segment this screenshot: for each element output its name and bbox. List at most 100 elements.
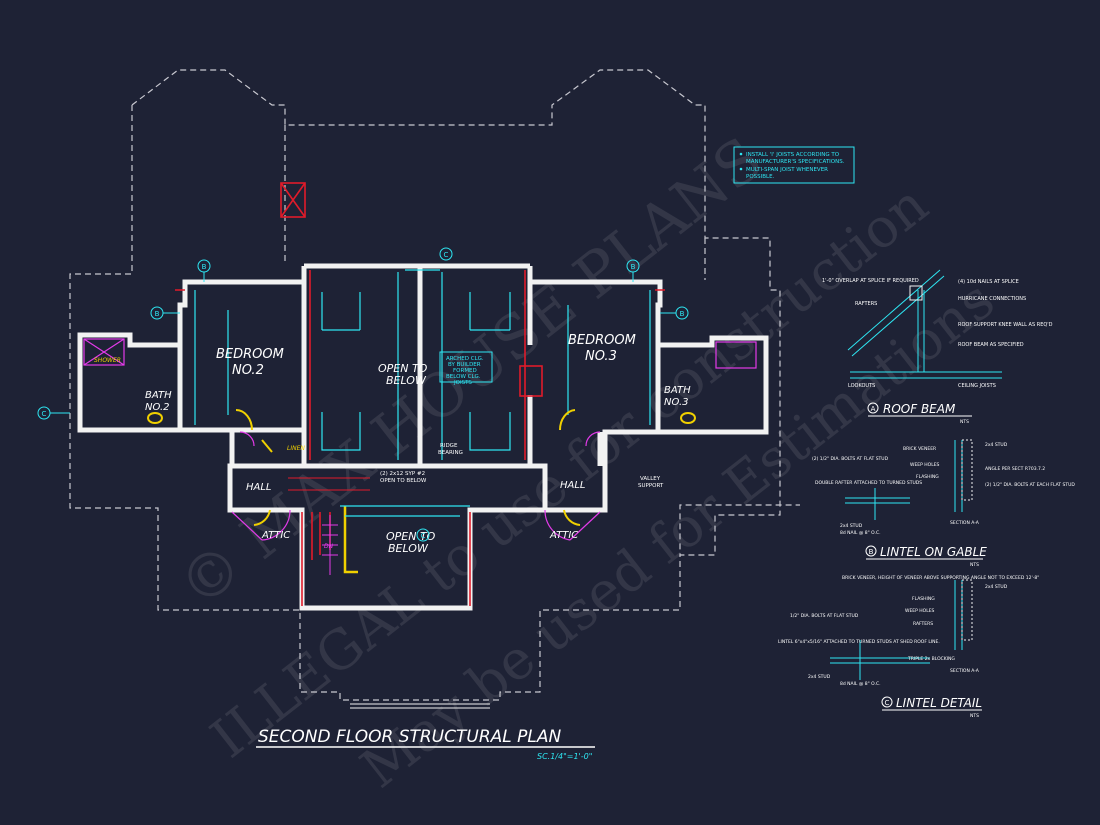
bedroom3-number: NO.3 xyxy=(585,349,617,364)
room-labels: BEDROOM NO.2 BEDROOM NO.3 BATH NO.2 BATH… xyxy=(94,333,691,555)
roof-beam-note-1: 1'-0" OVERLAP AT SPLICE IF REQUIRED xyxy=(822,278,919,284)
marker-b-3: B xyxy=(155,310,160,318)
lintel-detail-note-2: 2x4 STUD xyxy=(985,584,1008,590)
lintel-detail-title: LINTEL DETAIL xyxy=(896,696,982,710)
detail-lintel-gable: (2) 1/2" DIA. BOLTS AT FLAT STUD DOUBLE … xyxy=(812,439,1075,568)
lintel-gable-note-7: FLASHING xyxy=(916,474,939,480)
plan-title: SECOND FLOOR STRUCTURAL PLAN xyxy=(258,727,561,747)
bedroom2-walls xyxy=(177,279,304,433)
general-note-1: INSTALL 'I' JOISTS ACCORDING TO xyxy=(746,152,840,158)
lintel-detail-nts: NTS xyxy=(970,713,979,719)
lintel-gable-nts: NTS xyxy=(970,562,979,568)
open-below-center-2: BELOW xyxy=(386,374,427,387)
section-marker-labels: B B B B C C C xyxy=(42,251,685,540)
arched-clg-2: BY BUILDER xyxy=(448,362,481,368)
fixtures xyxy=(83,338,757,541)
open-below-center: OPEN TO xyxy=(378,362,428,375)
roof-beam-note-3: (4) 10d NAILS AT SPLICE xyxy=(958,279,1019,285)
detail-lintel: BRICK VENEER, HEIGHT OF VENEER ABOVE SUP… xyxy=(778,575,1039,719)
ridge-bearing-1: RIDGE xyxy=(440,443,458,449)
bedroom2-label: BEDROOM xyxy=(216,347,284,362)
marker-c-3: C xyxy=(421,532,426,540)
porch-outline xyxy=(350,703,490,709)
linen-label: LINEN xyxy=(287,445,305,452)
dn-label: DN xyxy=(324,543,334,550)
bedroom2-number: NO.2 xyxy=(232,363,264,378)
double-2x12-2: OPEN TO BELOW xyxy=(380,478,427,484)
arched-clg-5: JOISTS xyxy=(453,380,472,386)
lintel-gable-note-8: ANGLE PER SECT R703.7.2 xyxy=(985,466,1045,472)
bedroom3-walls xyxy=(530,279,663,513)
joists xyxy=(194,269,651,517)
lintel-gable-note-10: SECTION A-A xyxy=(950,520,980,526)
bath3-walls xyxy=(658,335,769,435)
general-note-3: MULTI-SPAN JOIST WHENEVER xyxy=(746,167,828,173)
lintel-gable-note-2: DOUBLE RAFTER ATTACHED TO TURNED STUDS xyxy=(815,480,922,486)
central-block-walls xyxy=(227,266,548,611)
general-notes-box xyxy=(733,146,855,184)
yellow-highlights xyxy=(147,409,696,526)
lintel-detail-note-9: 2x4 STUD xyxy=(808,674,831,680)
lintel-detail-note-10: 8d NAIL @ 8" O.C. xyxy=(840,681,881,687)
lintel-detail-note-5: RAFTERS xyxy=(913,621,933,627)
lintel-gable-note-1: (2) 1/2" DIA. BOLTS AT FLAT STUD xyxy=(812,456,889,462)
roof-beam-drawing xyxy=(847,269,1002,379)
roof-beam-note-6: ROOF BEAM AS SPECIFIED xyxy=(958,342,1024,348)
marker-c-1: C xyxy=(444,251,449,259)
bath3-label: BATH xyxy=(664,385,691,396)
lintel-gable-note-9: (2) 1/2" DIA. BOLTS AT EACH FLAT STUD xyxy=(985,482,1075,488)
hall-right: HALL xyxy=(560,480,586,491)
roof-beam-note-8: CEILING JOISTS xyxy=(958,383,996,389)
lintel-gable-drawing xyxy=(845,440,963,520)
lintel-gable-note-3: 2x4 STUD xyxy=(840,523,863,529)
plan-notes: ARCHED CLG. BY BUILDER FORMED BELOW CLG.… xyxy=(380,351,664,489)
double-2x12-1: (2) 2x12 SYP #2 xyxy=(380,471,425,477)
arched-clg-3: FORMED xyxy=(453,368,477,374)
general-note-4: POSSIBLE. xyxy=(746,174,775,180)
stair xyxy=(288,477,370,575)
lintel-detail-note-11: SECTION A-A xyxy=(950,668,980,674)
roof-beam-note-5: ROOF SUPPORT KNEE WALL AS REQ'D xyxy=(958,322,1053,328)
lintel-gable-note-6: WEEP HOLES xyxy=(910,462,940,468)
arched-clg-1: ARCHED CLG. xyxy=(446,356,484,362)
roof-beam-note-2: RAFTERS xyxy=(855,301,877,307)
bath2-label: BATH xyxy=(145,390,172,401)
ridge-bearing-2: BEARING xyxy=(438,450,463,456)
bedroom3-label: BEDROOM xyxy=(568,333,636,348)
roof-beam-nts: NTS xyxy=(960,419,969,425)
shower-label: SHOWER xyxy=(94,357,121,364)
bath2-walls xyxy=(77,332,180,433)
general-notes: INSTALL 'I' JOISTS ACCORDING TO MANUFACT… xyxy=(733,146,855,184)
bath3-number: NO.3 xyxy=(664,397,689,408)
lintel-gable-note-4: 8d NAIL @ 8" O.C. xyxy=(840,530,881,536)
walls xyxy=(77,263,769,611)
lintel-detail-drawing xyxy=(830,580,963,680)
lintel-detail-note-4: WEEP HOLES xyxy=(905,608,935,614)
attic-right: ATTIC xyxy=(549,530,578,541)
marker-c-2: C xyxy=(42,410,47,418)
marker-b-4: B xyxy=(680,310,685,318)
roof-outline xyxy=(69,69,800,701)
valley-support-2: SUPPORT xyxy=(638,483,664,489)
lintel-gable-title: LINTEL ON GABLE xyxy=(880,545,987,559)
attic-left: ATTIC xyxy=(261,530,290,541)
plan-scale: SC.1/4"=1'-0" xyxy=(537,752,592,761)
red-markings xyxy=(175,182,665,606)
lintel-detail-note-8: TRIPLE 2x BLOCKING xyxy=(907,656,955,662)
section-markers xyxy=(37,247,689,542)
lintel-detail-note-7: LINTEL 6"x4"x5/16" ATTACHED TO TURNED ST… xyxy=(778,639,940,645)
marker-b-1: B xyxy=(202,263,207,271)
watermark: © MAX HOUSE PLANS ILLEGAL to use for con… xyxy=(166,124,1006,800)
detail-roof-beam: 1'-0" OVERLAP AT SPLICE IF REQUIRED RAFT… xyxy=(822,269,1053,425)
arched-clg-4: BELOW CLG. xyxy=(446,374,481,380)
lintel-gable-marker: B xyxy=(869,548,874,556)
lintel-gable-note-11: 2x4 STUD xyxy=(985,442,1008,448)
general-note-2: MANUFACTURER'S SPECIFICATIONS. xyxy=(746,159,845,165)
valley-support-1: VALLEY xyxy=(640,476,661,482)
drawing-title: SECOND FLOOR STRUCTURAL PLAN SC.1/4"=1'-… xyxy=(256,727,595,761)
roof-beam-title: ROOF BEAM xyxy=(883,402,956,416)
hall-left: HALL xyxy=(246,482,272,493)
lintel-detail-marker: C xyxy=(885,699,890,707)
bath2-number: NO.2 xyxy=(145,402,170,413)
